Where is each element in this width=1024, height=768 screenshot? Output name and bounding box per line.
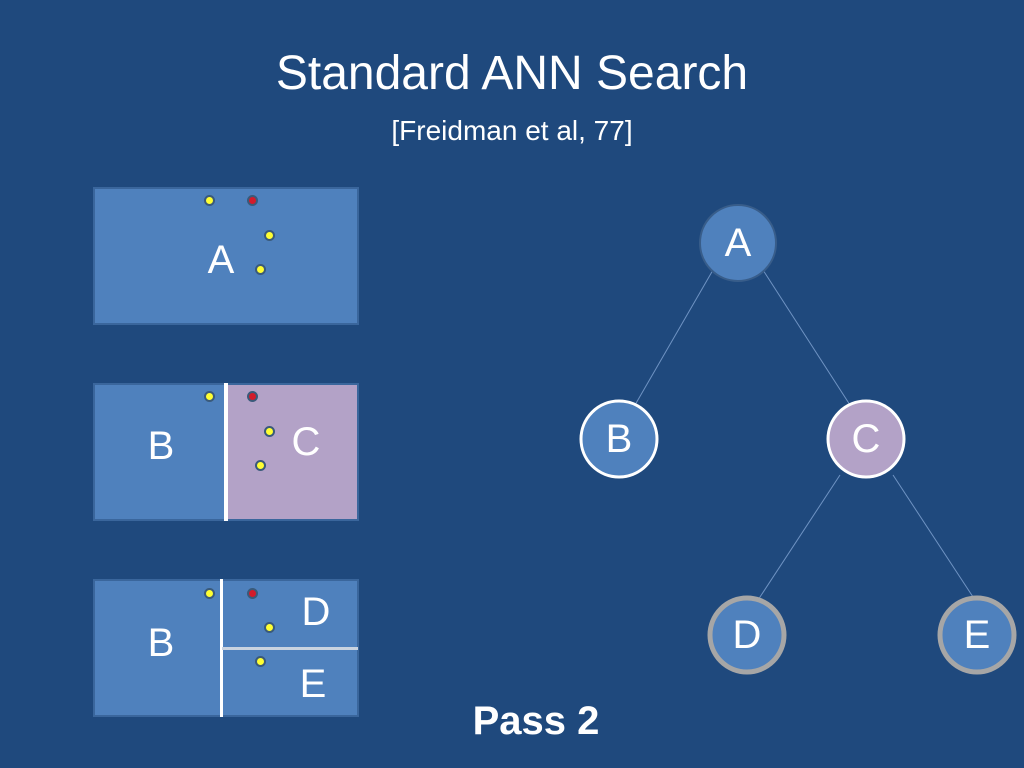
tree-edge-c-e (892, 474, 976, 601)
tree-node-d (707, 595, 787, 675)
tree-node-c (826, 399, 906, 479)
region-e-label: E (299, 662, 327, 706)
tree-node-e-label: E (963, 613, 991, 657)
tree-node-d-label: D (732, 613, 762, 657)
slide-subtitle: [Freidman et al, 77] (391, 115, 633, 146)
region-b (93, 383, 226, 521)
tree-node-b (579, 399, 659, 479)
region-b-label: B (147, 424, 175, 468)
data-point (264, 230, 275, 241)
data-point (204, 588, 215, 599)
tree-edge-a-c (762, 269, 851, 406)
split-line (224, 383, 228, 521)
region-b-label: B (147, 621, 175, 665)
data-point (255, 264, 266, 275)
tree-node-e (937, 595, 1017, 675)
data-point (264, 426, 275, 437)
data-point (255, 656, 266, 667)
pass-label: Pass 2 (472, 699, 600, 743)
query-point (247, 391, 258, 402)
data-point (264, 622, 275, 633)
data-point (255, 460, 266, 471)
query-point (247, 588, 258, 599)
split-line-horizontal (222, 647, 358, 650)
tree-edge-a-b (634, 269, 714, 406)
query-point (247, 195, 258, 206)
region-c-label: C (291, 420, 321, 464)
region-a-label: A (207, 238, 235, 282)
slide-title: Standard ANN Search (275, 47, 749, 100)
data-point (204, 195, 215, 206)
tree-edge-c-d (757, 474, 841, 601)
tree-node-c-label: C (851, 417, 881, 461)
tree-node-a (699, 204, 777, 282)
region-d-label: D (301, 590, 331, 634)
tree-node-b-label: B (605, 417, 633, 461)
split-line-vertical (220, 579, 223, 717)
data-point (204, 391, 215, 402)
region-c (226, 383, 359, 521)
region-a (93, 187, 359, 325)
tree-node-a-label: A (724, 221, 752, 265)
